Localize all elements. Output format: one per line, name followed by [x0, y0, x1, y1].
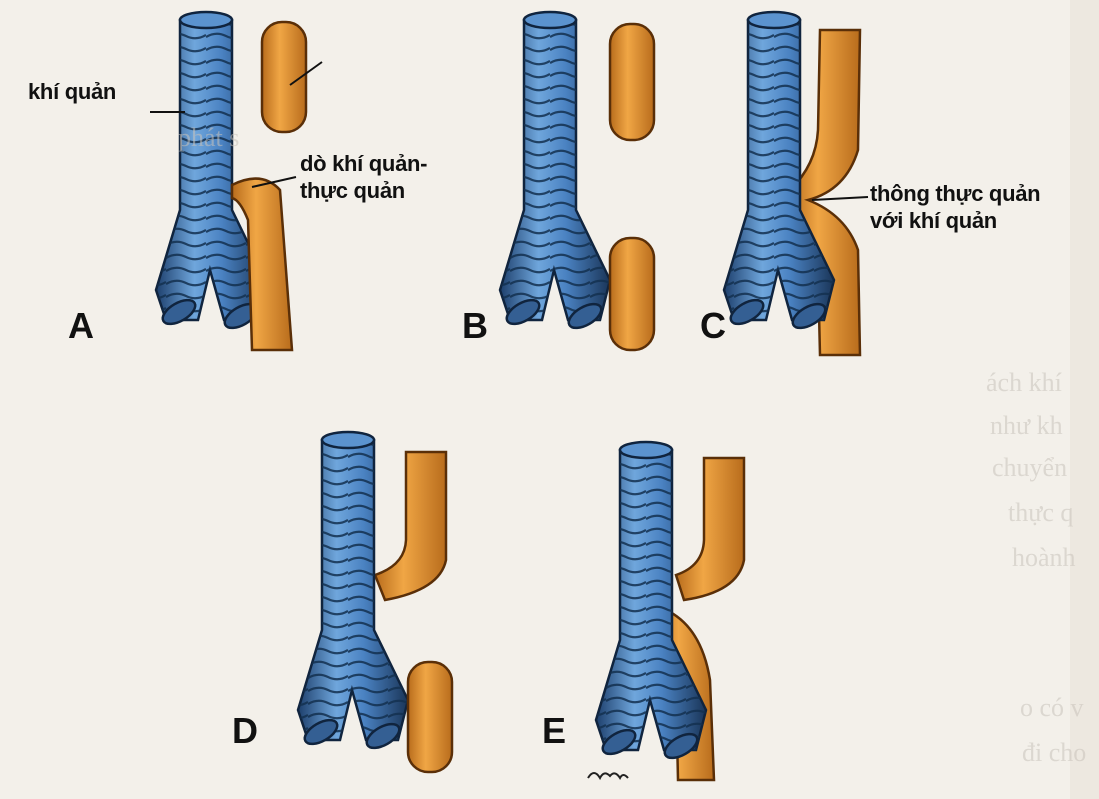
panel-letter-e: E	[542, 710, 567, 751]
panel-letter-c: C	[700, 305, 726, 346]
esophagus-c	[788, 28, 862, 357]
esophagus-d-lower	[406, 660, 454, 774]
label-communication-line1: thông thực quản	[870, 181, 1041, 206]
label-communication-line2: với khí quản	[870, 208, 997, 233]
panel-letter-b: B	[462, 305, 488, 346]
bleed-text-2: ách khí	[986, 368, 1062, 397]
panel-c	[722, 10, 869, 357]
label-fistula-line2: thực quản	[300, 178, 405, 203]
bleed-text-6: hoành	[1012, 543, 1076, 572]
esophagus-a-upper	[260, 20, 308, 134]
label-fistula-line1: dò khí quản-	[300, 151, 428, 176]
bleed-text-5: thực q	[1008, 498, 1074, 527]
upper-esophagus-leader	[289, 61, 323, 86]
panel-a	[150, 10, 323, 352]
esophagus-d-upper	[373, 450, 448, 602]
panel-d	[296, 430, 454, 774]
label-khi-quan: khí quản	[28, 79, 117, 104]
bleed-text-1: phát s	[178, 123, 240, 152]
panel-letter-d: D	[232, 710, 258, 751]
bleed-text-7: o có v	[1020, 693, 1084, 722]
bleed-through-layer	[1070, 0, 1099, 799]
esophagus-b-lower	[608, 236, 656, 352]
trachea-e	[594, 440, 708, 765]
label-fistula: dò khí quản- thực quản	[300, 150, 427, 204]
fistula-leader	[251, 176, 297, 188]
panel-e	[594, 440, 746, 782]
artist-signature	[587, 772, 629, 781]
bleed-text-8: đi cho	[1022, 738, 1087, 767]
bleed-text-3: như kh	[990, 411, 1063, 440]
trachea-b	[498, 10, 612, 335]
communication-leader	[811, 196, 869, 201]
bleed-text-4: chuyển	[992, 453, 1068, 482]
esophagus-b-upper	[608, 22, 656, 142]
label-communication: thông thực quản với khí quản	[870, 180, 1041, 234]
esophagus-a-lower	[230, 177, 294, 352]
panel-letter-a: A	[68, 305, 94, 346]
esophagus-e-upper	[674, 456, 746, 602]
panel-b	[498, 10, 656, 352]
